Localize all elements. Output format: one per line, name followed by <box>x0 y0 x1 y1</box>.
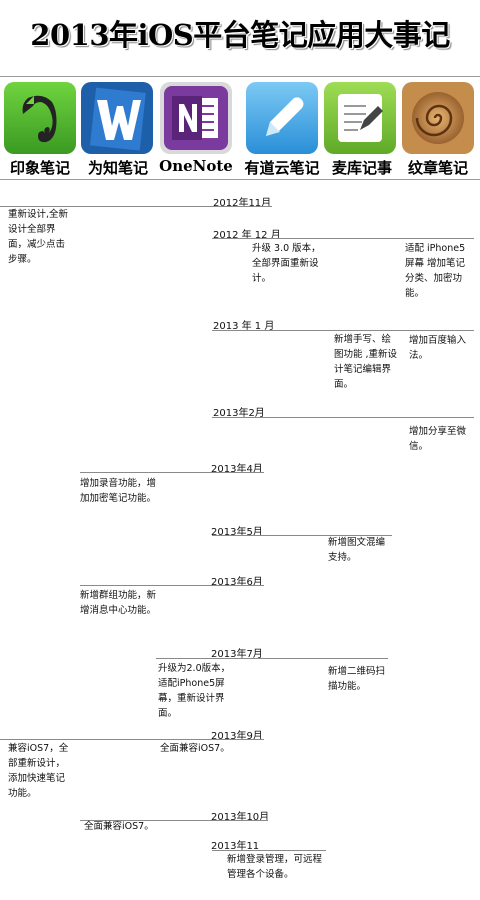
timeline-date: 2013年11 <box>211 841 260 852</box>
timeline-line <box>0 739 264 740</box>
app-icon-wenzhang[interactable] <box>402 82 474 154</box>
timeline-date: 2013年10月 <box>211 812 270 823</box>
timeline-date: 2012 年 12 月 <box>213 230 281 241</box>
timeline-date: 2013 年 1 月 <box>213 321 275 332</box>
timeline-date: 2013年9月 <box>211 731 263 742</box>
evernote-elephant-icon <box>4 82 76 154</box>
note-evernote-sep-2013: 兼容iOS7，全部重新设计，添加快速笔记功能。 <box>8 743 69 799</box>
onenote-n-icon <box>160 82 232 154</box>
timeline-line <box>80 585 264 586</box>
note-maiku-jan-2013: 新增手写、绘图功能 ,重新设计笔记编辑界面。 <box>334 334 398 390</box>
timeline-line <box>212 330 474 331</box>
timeline-date: 2012年11月 <box>213 198 272 209</box>
note-maiku-may-2013: 新增图文混编支持。 <box>328 537 386 563</box>
note-wenzhang-dec-2012: 适配 iPhone5 屏幕 增加笔记分类、加密功能。 <box>405 243 466 299</box>
timeline-date: 2013年4月 <box>211 464 263 475</box>
note-onenote-sep-2013: 全面兼容iOS7。 <box>160 743 230 754</box>
note-onenote-jul-2013: 升级为2.0版本，适配iPhone5屏幕，重新设计界面。 <box>158 663 231 719</box>
timeline-line <box>212 850 326 851</box>
note-wiz-apr-2013: 增加录音功能，增加加密笔记功能。 <box>80 478 157 504</box>
timeline-line <box>80 472 264 473</box>
app-icon-maiku[interactable] <box>324 82 396 154</box>
header-divider-top <box>0 76 480 77</box>
app-icon-evernote[interactable] <box>4 82 76 154</box>
youdao-pen-icon <box>246 82 318 154</box>
timeline-line <box>212 535 392 536</box>
timeline-date: 2013年6月 <box>211 577 263 588</box>
app-name-onenote: OneNote <box>159 157 233 175</box>
timeline-date: 2013年7月 <box>211 649 263 660</box>
note-wenzhang-jan-2013: 增加百度输入法。 <box>409 335 467 361</box>
wiz-w-icon <box>81 82 153 154</box>
note-evernote-nov-2012: 重新设计,全新设计全部界面，减少点击步骤。 <box>8 209 69 265</box>
timeline-line <box>212 238 474 239</box>
app-icon-youdao[interactable] <box>246 82 318 154</box>
note-wenzhang-feb-2013: 增加分享至微信。 <box>409 426 467 452</box>
app-icon-onenote[interactable] <box>160 82 232 154</box>
note-wiz-jun-2013: 新增群组功能，新增消息中心功能。 <box>80 590 157 616</box>
app-name-youdao: 有道云笔记 <box>244 159 320 177</box>
page-title: 2013年iOS平台笔记应用大事记 <box>30 18 450 52</box>
timeline-date: 2013年2月 <box>213 408 265 419</box>
app-icon-wiz[interactable] <box>81 82 153 154</box>
app-name-wiz: 为知笔记 <box>87 159 148 177</box>
note-wiz-oct-2013: 全面兼容iOS7。 <box>84 821 154 832</box>
timeline-date: 2013年5月 <box>211 527 263 538</box>
maiku-notepad-icon <box>324 82 396 154</box>
app-name-wenzhang: 纹章笔记 <box>407 159 468 177</box>
note-youdao-nov-2013: 新增登录管理，可远程管理各个设备。 <box>227 854 323 880</box>
timeline-line <box>212 417 474 418</box>
note-youdao-dec-2012: 升级 3.0 版本，全部界面重新设计。 <box>252 243 321 284</box>
header-divider-bottom <box>0 179 480 180</box>
timeline-line <box>80 820 268 821</box>
timeline-line <box>156 658 388 659</box>
note-maiku-jul-2013: 新增二维码扫描功能。 <box>328 666 386 692</box>
timeline-line <box>0 206 272 207</box>
app-name-maiku: 麦库记事 <box>331 159 392 177</box>
app-name-evernote: 印象笔记 <box>9 159 70 177</box>
snail-shell-icon <box>402 82 474 154</box>
